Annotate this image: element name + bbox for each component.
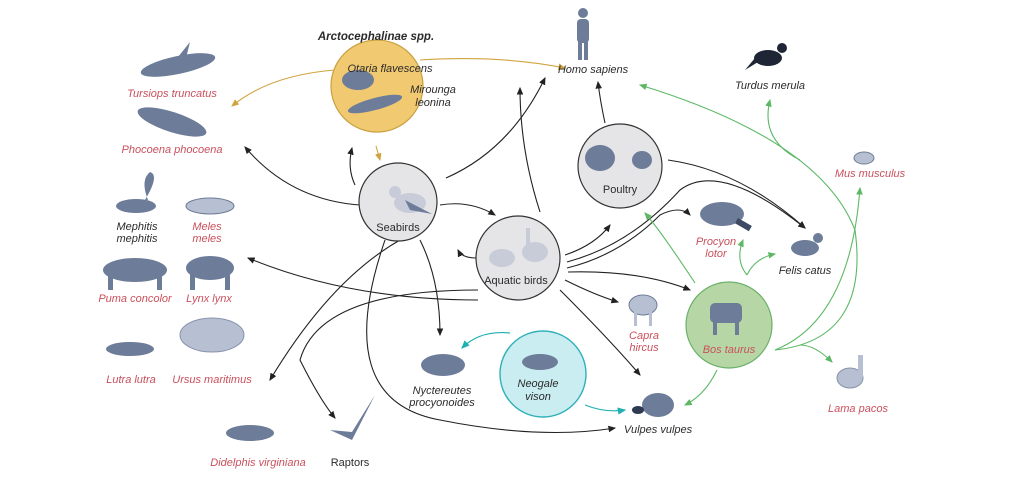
mus-label: Mus musculus <box>835 168 906 180</box>
lynx-icon <box>186 256 234 290</box>
mephitis-label-2: mephitis <box>117 233 158 245</box>
arrow-poultry-to-felis <box>667 159 806 229</box>
bos-taurus-circle <box>685 281 773 369</box>
skunk-icon <box>116 172 156 213</box>
aquatic-birds-label: Aquatic birds <box>484 275 548 287</box>
arrow-aquatic-to-procyon <box>566 208 691 269</box>
arrow-seabirds-to-nyctereutes <box>419 239 444 337</box>
arrow-poultry-to-human <box>595 80 606 124</box>
poultry-label: Poultry <box>603 184 638 196</box>
raptor-icon <box>330 395 375 440</box>
poultry-circle <box>577 123 663 209</box>
mink-icon <box>522 354 558 370</box>
human-icon <box>577 8 589 60</box>
aquatic-birds-circle <box>475 215 561 301</box>
procyon-label-1: Procyon <box>696 236 736 248</box>
porpoise-icon <box>137 107 207 137</box>
arrow-bos-to-human <box>638 83 858 351</box>
capra-label-2: hircus <box>629 342 659 354</box>
arrow-bos-to-procyon <box>737 238 748 276</box>
neogale-label-1: Neogale <box>518 378 559 390</box>
raptors-label: Raptors <box>331 457 370 469</box>
bos-label: Bos taurus <box>703 344 756 356</box>
arrow-bos-to-mus <box>774 186 863 351</box>
raccoon-icon <box>700 202 752 232</box>
vulpes-label: Vulpes vulpes <box>624 424 693 436</box>
otaria-label: Otaria flavescens <box>348 63 433 75</box>
raccoon-dog-icon <box>421 354 465 376</box>
mirounga-label-2: leonina <box>415 97 450 109</box>
mirounga-label-1: Mirounga <box>410 84 456 96</box>
meles-label-2: meles <box>192 233 222 245</box>
dolphin-icon <box>140 42 216 77</box>
alpaca-icon <box>836 355 864 389</box>
felis-label: Felis catus <box>779 265 832 277</box>
blackbird-icon <box>745 43 787 70</box>
lynx-label: Lynx lynx <box>186 293 232 305</box>
goat-icon <box>628 294 658 326</box>
animal-icons <box>103 8 875 441</box>
capra-label-1: Capra <box>629 330 659 342</box>
seal-group-title: Arctocephalinae spp. <box>317 31 434 43</box>
neogale-label-2: vison <box>525 391 551 403</box>
seabirds-label: Seabirds <box>376 222 420 234</box>
arrow-seabirds-to-aquatic <box>439 203 496 216</box>
arrow-mink-to-vulpes <box>584 404 627 415</box>
lama-label: Lama pacos <box>828 403 888 415</box>
arrow-seals-to-human <box>419 58 567 70</box>
puma-label: Puma concolor <box>98 293 173 305</box>
fox-icon <box>632 393 674 417</box>
arrow-seabirds-to-didelphis <box>269 239 401 381</box>
puma-icon <box>103 258 167 290</box>
otter-icon <box>106 342 154 356</box>
ursus-label: Ursus maritimus <box>172 374 252 386</box>
procyon-label-2: lotor <box>705 248 728 260</box>
arrow-seals-to-cetaceans <box>231 69 336 107</box>
arrows <box>231 58 863 434</box>
arrow-seabirds-to-cetaceans <box>244 146 361 206</box>
didelphis-label: Didelphis virginiana <box>210 457 305 469</box>
arrow-seals-to-seabirds <box>375 145 382 162</box>
mouse-icon <box>853 151 875 165</box>
arrow-mink-to-nyctereutes <box>461 331 511 349</box>
arrow-seabirds-to-human <box>445 77 546 179</box>
nyctereutes-label-1: Nyctereutes <box>413 385 472 397</box>
arrow-bos-to-lama <box>799 344 833 363</box>
arrow-bos-to-turdus <box>765 98 801 161</box>
arrow-aquatic-to-carnivores <box>246 257 479 301</box>
arrow-aquatic-to-poultry <box>564 224 611 256</box>
arrow-seabirds-to-seals <box>347 146 356 186</box>
gull-icon <box>389 186 432 214</box>
geese-icon <box>489 228 548 267</box>
arrow-aquatic-to-vulpes <box>559 289 641 376</box>
tursiops-label: Tursiops truncatus <box>127 88 217 100</box>
turdus-label: Turdus merula <box>735 80 805 92</box>
phocoena-label: Phocoena phocoena <box>122 144 223 156</box>
arrow-bos-to-vulpes <box>684 369 718 406</box>
arrow-aquatic-to-seabirds <box>457 249 477 259</box>
polar-bear-icon <box>179 317 245 353</box>
arrow-aquatic-to-felis <box>566 180 806 263</box>
arrow-bos-to-poultry <box>644 212 696 284</box>
meles-label-1: Meles <box>192 221 222 233</box>
lutra-label: Lutra lutra <box>106 374 156 386</box>
arrow-bos-to-felis <box>746 252 777 276</box>
cow-icon <box>710 303 742 335</box>
arrow-aquatic-to-capra <box>564 279 620 304</box>
arrow-seabirds-to-vulpes <box>366 239 617 434</box>
homo-label: Homo sapiens <box>558 64 629 76</box>
arrow-aquatic-to-raptors <box>299 289 479 419</box>
nyctereutes-label-2: procyonoides <box>408 397 475 409</box>
arrow-aquatic-to-human <box>516 86 541 213</box>
opossum-icon <box>226 425 274 441</box>
arrow-aquatic-to-bos <box>567 271 692 291</box>
seal-icons <box>342 70 403 114</box>
badger-icon <box>185 197 235 215</box>
mephitis-label-1: Mephitis <box>117 221 158 233</box>
cat-icon <box>791 233 823 256</box>
poultry-icon <box>585 145 652 171</box>
neogale-circle <box>499 330 587 418</box>
